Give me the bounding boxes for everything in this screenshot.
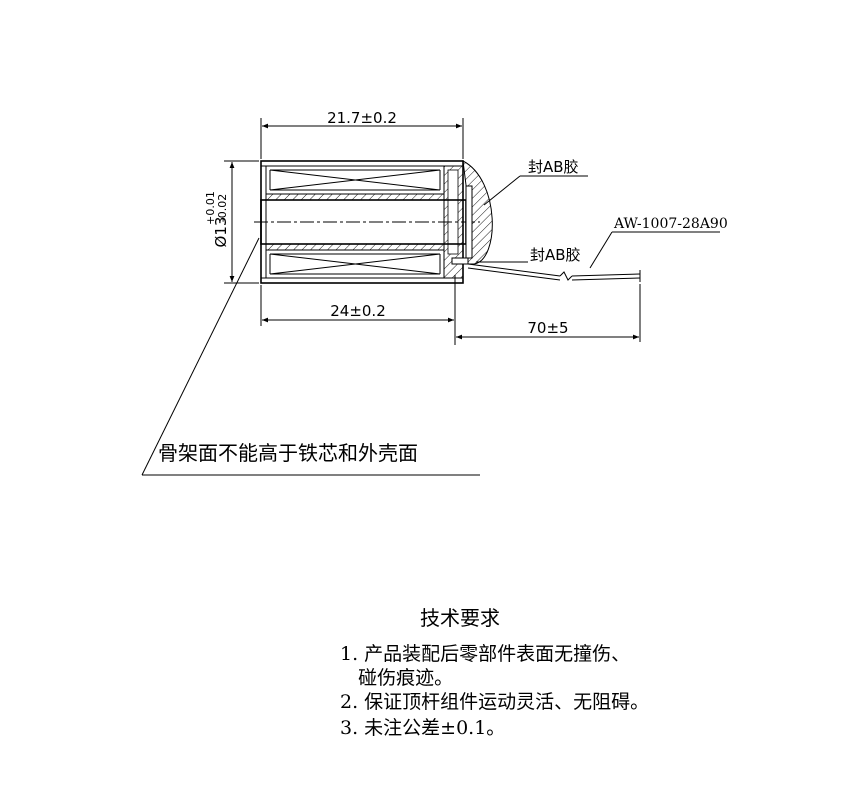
dim-top-length-text: 21.7±0.2	[327, 109, 397, 127]
seal-ab-label-lower: 封AB胶	[530, 246, 581, 264]
leader-wire-spec: AW-1007-28A90	[589, 216, 728, 269]
bobbin-note-text: 骨架面不能高于铁芯和外壳面	[158, 441, 418, 465]
technical-requirements: 技术要求 1. 产品装配后零部件表面无撞伤、 碰伤痕迹。 2. 保证顶杆组件运动…	[340, 606, 649, 739]
leader-seal-ab-lower: 封AB胶	[476, 246, 581, 264]
dimension-lead-length: 70±5	[456, 284, 641, 342]
wire-spec-label: AW-1007-28A90	[613, 216, 728, 232]
coil-winding-bottom	[265, 249, 445, 279]
dim-diameter-main: Ø13	[212, 217, 230, 248]
coil-winding-top	[265, 165, 445, 195]
lead-wire	[467, 263, 641, 282]
requirement-item-1: 1. 产品装配后零部件表面无撞伤、	[340, 643, 630, 665]
dim-diameter-tol-lower: -0.02	[216, 194, 229, 222]
leader-seal-ab-upper: 封AB胶	[483, 158, 588, 206]
dim-lead-length-text: 70±5	[527, 319, 568, 337]
requirement-item-2: 2. 保证顶杆组件运动灵活、无阻碍。	[340, 691, 649, 713]
requirement-item-1-cont: 碰伤痕迹。	[340, 667, 453, 689]
dim-bottom-length-text: 24±0.2	[330, 302, 386, 320]
requirements-title: 技术要求	[420, 606, 500, 630]
ab-glue-dome	[451, 160, 493, 265]
seal-ab-label-upper: 封AB胶	[528, 158, 579, 176]
dimension-bottom-length: 24±0.2	[260, 275, 456, 345]
dimension-top-length: 21.7±0.2	[260, 109, 464, 159]
requirement-item-3: 3. 未注公差±0.1。	[340, 717, 505, 739]
dim-diameter-tol-upper: +0.01	[204, 191, 217, 225]
leader-bobbin-note: 骨架面不能高于铁芯和外壳面	[141, 237, 480, 476]
dimension-diameter: Ø13 +0.01 -0.02	[204, 160, 259, 284]
